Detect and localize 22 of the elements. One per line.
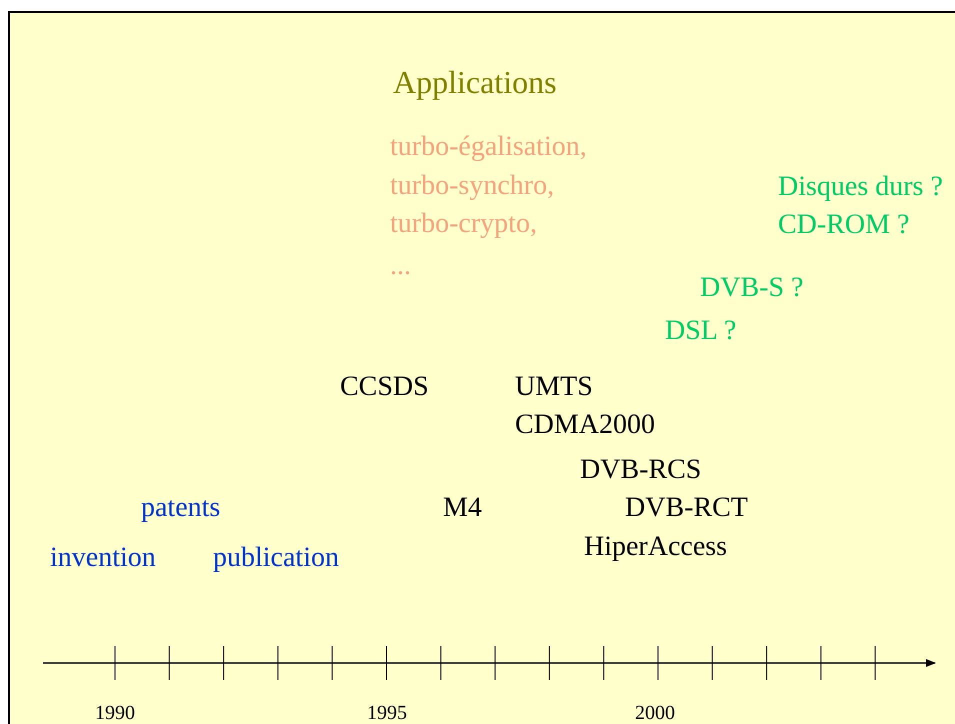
year-label: 2000 bbox=[635, 703, 675, 723]
standard-label: DVB-RCS bbox=[580, 456, 702, 484]
milestone-label: publication bbox=[213, 544, 339, 572]
milestone-label: invention bbox=[50, 544, 156, 572]
ellipsis-label: ... bbox=[390, 252, 411, 280]
application-label: CD-ROM ? bbox=[778, 211, 910, 239]
standard-label: DVB-RCT bbox=[625, 494, 748, 522]
standard-label: UMTS bbox=[515, 373, 593, 401]
year-label: 1995 bbox=[367, 703, 407, 723]
application-label: turbo-crypto, bbox=[390, 210, 537, 238]
application-label: DSL ? bbox=[665, 317, 736, 345]
milestone-label: patents bbox=[141, 494, 220, 522]
application-label: turbo-synchro, bbox=[390, 172, 554, 200]
heading: Applications bbox=[393, 66, 557, 98]
application-label: turbo-égalisation, bbox=[390, 133, 587, 161]
year-label: 1990 bbox=[95, 703, 135, 723]
standard-label: M4 bbox=[443, 494, 482, 522]
standard-label: CDMA2000 bbox=[515, 411, 656, 439]
standard-label: HiperAccess bbox=[584, 533, 728, 561]
standard-label: CCSDS bbox=[340, 373, 429, 401]
application-label: Disques durs ? bbox=[778, 173, 943, 201]
application-label: DVB-S ? bbox=[700, 274, 804, 302]
